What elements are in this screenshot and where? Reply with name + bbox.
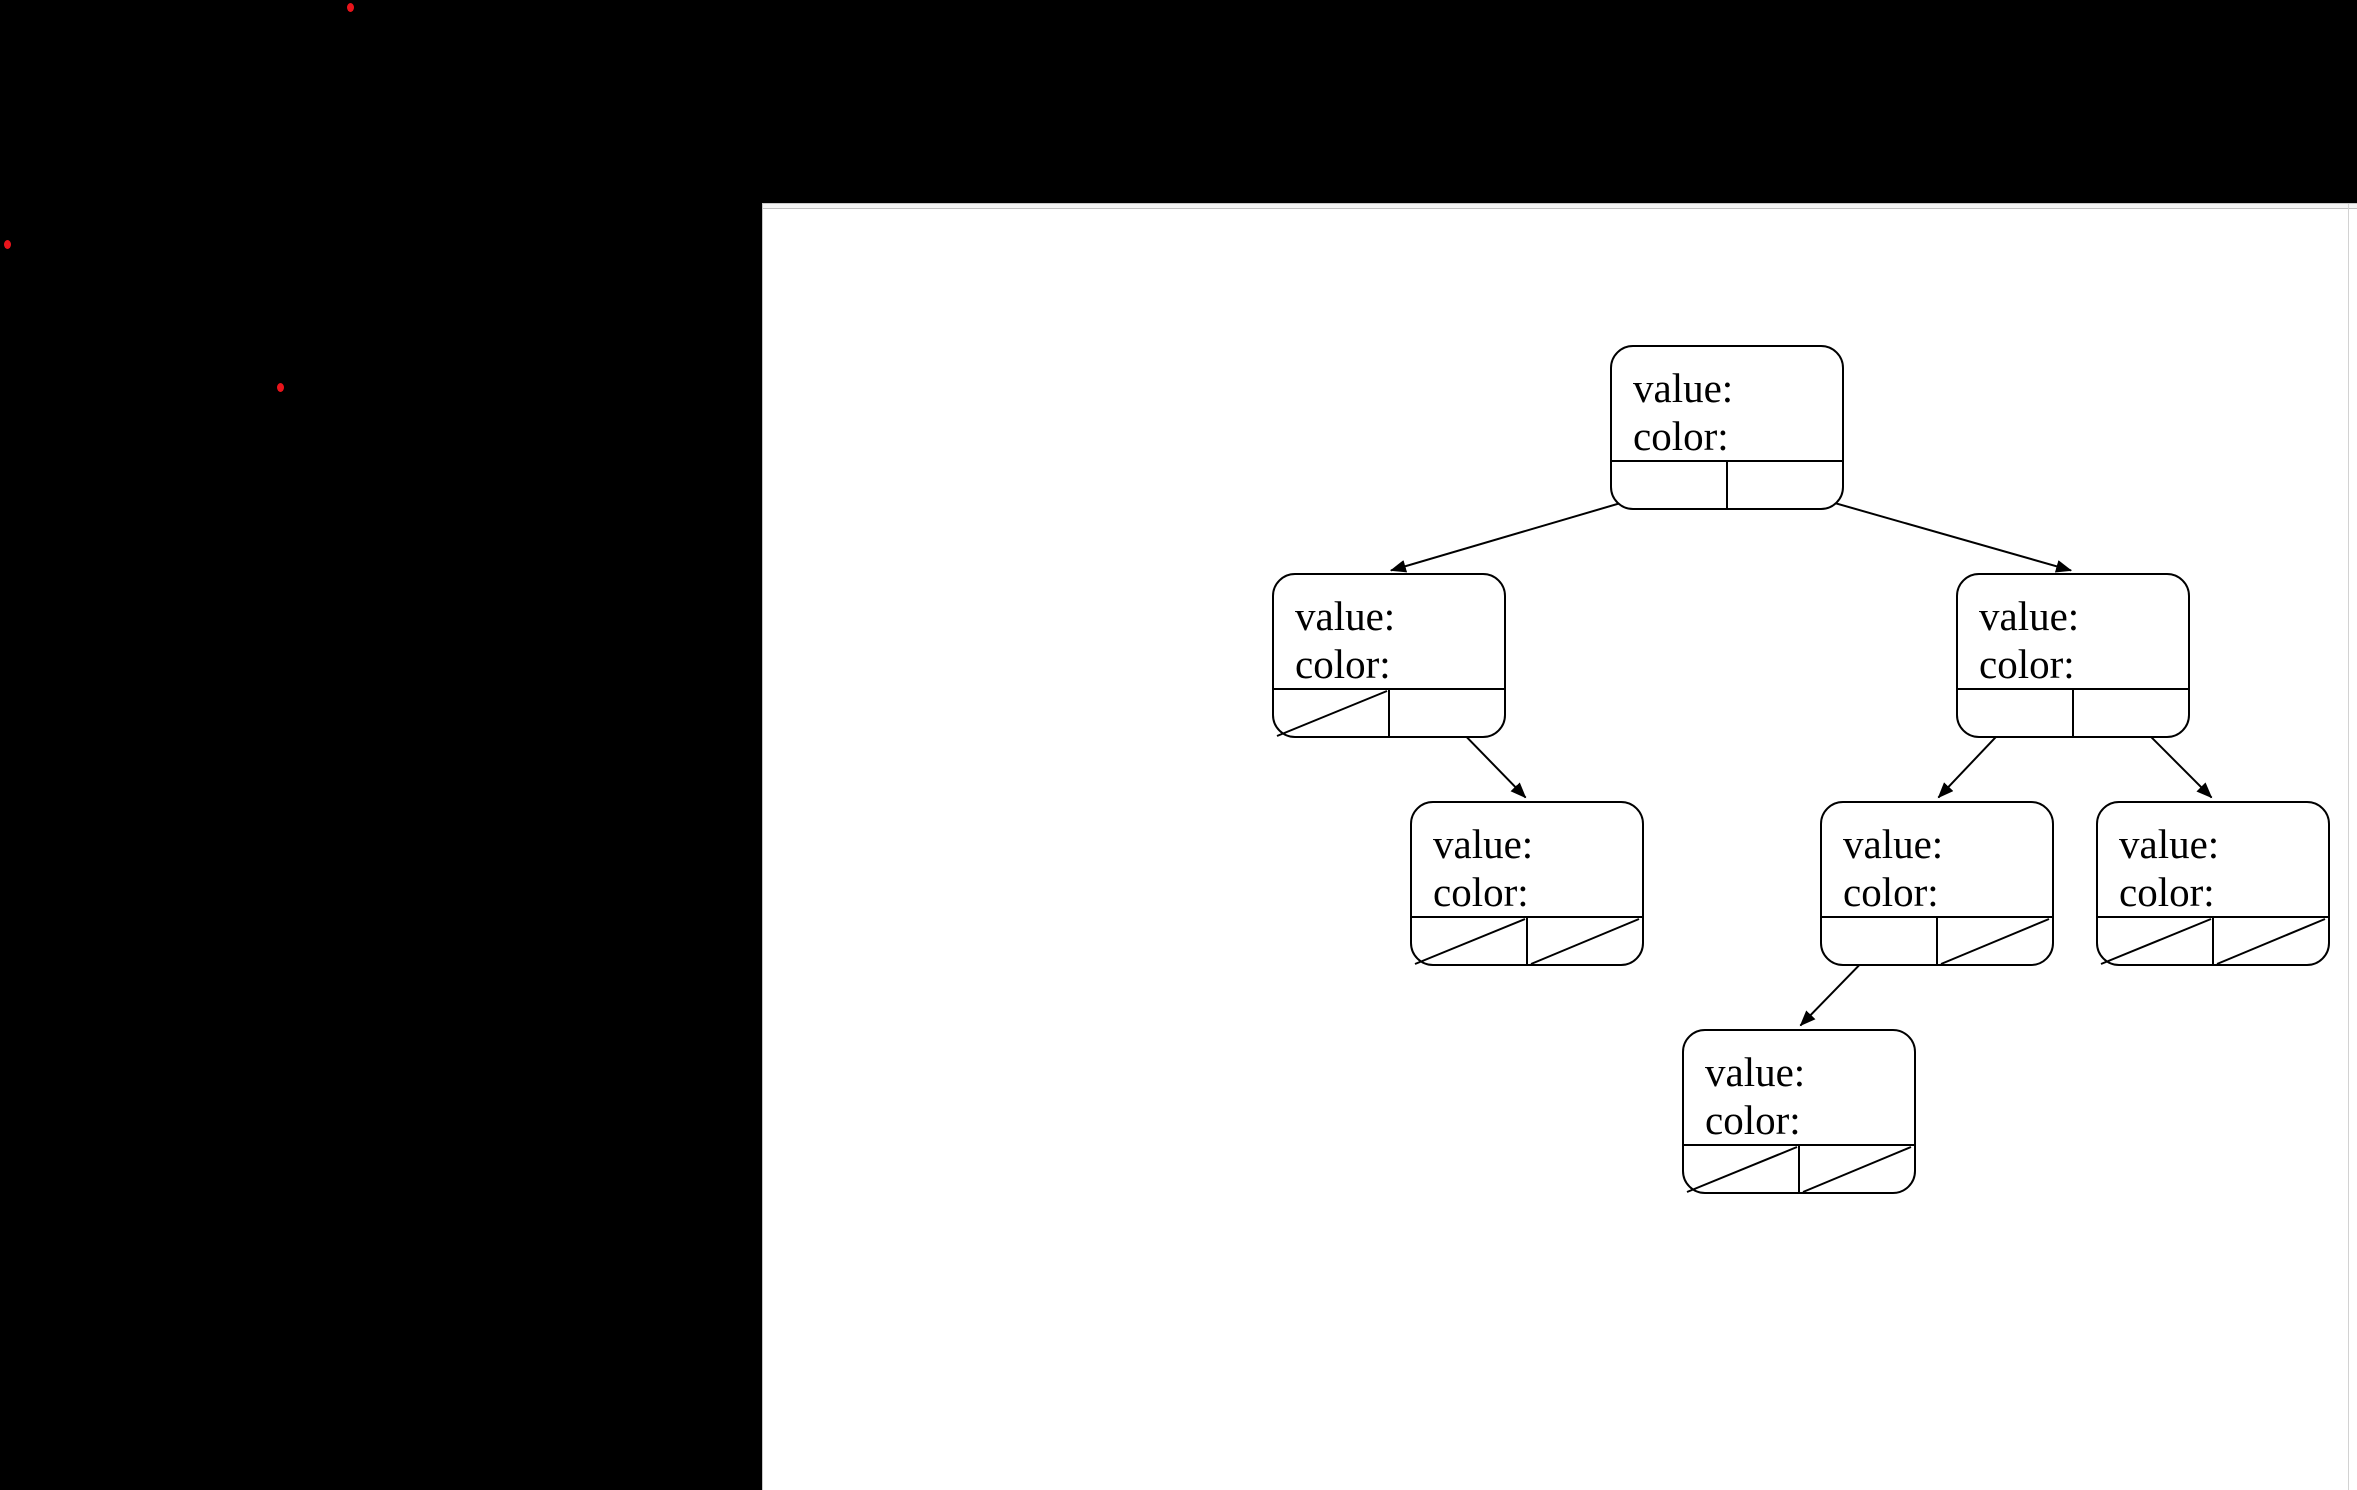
red-marker-dot-2	[4, 240, 11, 249]
panel-right-edge-divider	[2348, 204, 2349, 1490]
left-pointer-null-slash	[1686, 1146, 1798, 1193]
node-value-label: value:	[2119, 821, 2219, 867]
node-color-label: color:	[1843, 869, 1939, 915]
node-value-label: value:	[1633, 365, 1733, 411]
left-pointer-null-slash	[1414, 918, 1526, 965]
node-right-right-grandchild[interactable]: value:color:	[2096, 801, 2330, 966]
node-left-right-grandchild[interactable]: value:color:	[1410, 801, 1644, 966]
node-color-label: color:	[1433, 869, 1529, 915]
left-pointer-null-slash	[2100, 918, 2212, 965]
right-pointer-null-slash	[1530, 918, 1640, 965]
red-marker-dot-1	[347, 3, 354, 12]
node-color-label: color:	[1979, 641, 2075, 687]
node-value-label: value:	[1979, 593, 2079, 639]
node-value-label: value:	[1843, 821, 1943, 867]
node-color-label: color:	[2119, 869, 2215, 915]
tree-diagram-canvas[interactable]: value:color:value:color:value:color:valu…	[762, 203, 2357, 1490]
right-pointer-null-slash	[2216, 918, 2326, 965]
left-pointer-null-slash	[1276, 690, 1388, 737]
binary-tree-graphic: value:color:value:color:value:color:valu…	[1272, 345, 2330, 1194]
node-layer: value:color:value:color:value:color:valu…	[1272, 345, 2330, 1194]
red-marker-dot-3	[277, 383, 284, 392]
node-right-child[interactable]: value:color:	[1956, 573, 2190, 738]
right-pointer-null-slash	[1940, 918, 2050, 965]
node-value-label: value:	[1705, 1049, 1805, 1095]
node-color-label: color:	[1295, 641, 1391, 687]
node-value-label: value:	[1433, 821, 1533, 867]
node-deepest[interactable]: value:color:	[1682, 1029, 1916, 1194]
node-value-label: value:	[1295, 593, 1395, 639]
node-color-label: color:	[1705, 1097, 1801, 1143]
black-backdrop-pane	[0, 0, 762, 1490]
node-right-left-grandchild[interactable]: value:color:	[1820, 801, 2054, 966]
node-color-label: color:	[1633, 413, 1729, 459]
node-left-child[interactable]: value:color:	[1272, 573, 1506, 738]
node-root[interactable]: value:color:	[1610, 345, 1844, 510]
right-pointer-null-slash	[1802, 1146, 1912, 1193]
